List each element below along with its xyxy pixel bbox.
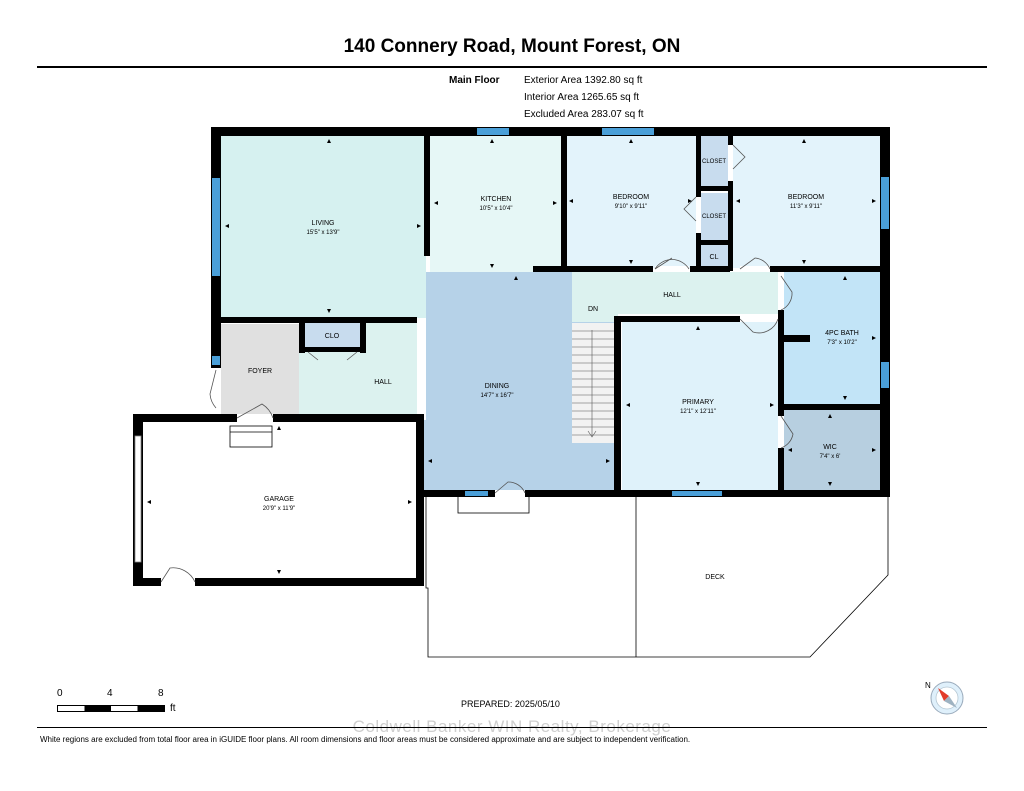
- closet2-label: CLOSET: [702, 214, 726, 220]
- primary-label: PRIMARY: [682, 399, 714, 406]
- kitchen-dims: 10'5" x 10'4": [480, 206, 513, 212]
- living-dims: 15'5" x 13'9": [307, 230, 340, 236]
- foyer-label: FOYER: [248, 368, 272, 375]
- footer-divider: [37, 727, 987, 728]
- closet2-fill: [701, 193, 728, 240]
- clo-label: CLO: [325, 333, 340, 340]
- primary-dims: 12'1" x 12'11": [680, 409, 716, 415]
- compass-needle-icon: [938, 688, 949, 701]
- page-title: 140 Connery Road, Mount Forest, ON: [343, 36, 681, 57]
- excluded-area: Excluded Area 283.07 sq ft: [524, 109, 644, 120]
- clo-fill: [305, 323, 360, 348]
- bedroom1-fill: [565, 134, 696, 268]
- title-divider: [37, 66, 987, 68]
- window-dining: [465, 491, 488, 496]
- garage-dims: 20'9" x 11'9": [263, 506, 295, 512]
- stairs-fill: [572, 323, 614, 443]
- dining-dims: 14'7" x 16'7": [481, 393, 514, 399]
- bedroom1-label: BEDROOM: [613, 194, 649, 201]
- bath-dims: 7'3" x 10'2": [827, 340, 857, 346]
- hall-upper-fill: [572, 272, 778, 322]
- exterior-area: Exterior Area 1392.80 sq ft: [524, 75, 643, 86]
- doors: [160, 144, 794, 586]
- window-bath: [881, 362, 889, 388]
- living-label: LIVING: [312, 220, 335, 227]
- cl-fill: [701, 245, 728, 268]
- closet1-fill: [701, 134, 728, 186]
- scale-label-0: 0: [57, 688, 63, 699]
- bedroom2-label: BEDROOM: [788, 194, 824, 201]
- garage-door: [134, 435, 142, 563]
- compass: N: [918, 676, 968, 720]
- compass-label: N: [925, 681, 931, 690]
- floor-label: Main Floor: [449, 75, 500, 86]
- wic-label: WIC: [823, 444, 837, 451]
- window-living: [212, 178, 220, 276]
- window-bedroom2: [881, 177, 889, 229]
- scale-label-8: 8: [158, 688, 164, 699]
- kitchen-fill: [430, 134, 561, 272]
- garage-label: GARAGE: [264, 496, 294, 503]
- scale-unit: ft: [170, 703, 176, 714]
- closet1-label: CLOSET: [702, 159, 726, 165]
- prepared-date: PREPARED: 2025/05/10: [461, 699, 560, 709]
- wic-fill: [784, 410, 880, 490]
- bedroom2-dims: 11'3" x 9'11": [790, 204, 822, 210]
- windows: [134, 128, 889, 563]
- stair-treads: [572, 330, 614, 438]
- hall-lower-label: HALL: [374, 379, 392, 386]
- window-foyer: [212, 356, 220, 365]
- kitchen-label: KITCHEN: [481, 196, 512, 203]
- window-bedroom1: [602, 128, 654, 135]
- bath-label: 4PC BATH: [825, 330, 859, 337]
- scale-bar: 0 4 8 ft: [50, 688, 190, 718]
- scale-label-4: 4: [107, 688, 113, 699]
- hall-upper-label: HALL: [663, 292, 681, 299]
- cl-label: CL: [710, 254, 719, 261]
- dining-fill: [423, 272, 614, 490]
- bedroom1-dims: 9'10" x 9'11": [615, 204, 647, 210]
- wic-dims: 7'4" x 6': [820, 454, 841, 460]
- foyer-fill: [221, 324, 299, 416]
- interior-area: Interior Area 1265.65 sq ft: [524, 92, 640, 103]
- room-fills: [221, 134, 880, 490]
- window-primary: [672, 491, 722, 496]
- stairs-label: DN: [588, 306, 598, 313]
- living-fill: [221, 134, 426, 318]
- window-kitchen: [477, 128, 509, 135]
- watermark: Coldwell Banker WIN Realty, Brokerage: [352, 717, 672, 736]
- deck-label: DECK: [705, 574, 725, 581]
- room-labels: LIVING 15'5" x 13'9" KITCHEN 10'5" x 10'…: [248, 159, 859, 581]
- primary-fill: [622, 322, 778, 490]
- scale-graphic: [57, 705, 165, 712]
- bedroom2-fill: [732, 134, 880, 268]
- dining-label: DINING: [485, 383, 510, 390]
- disclaimer: White regions are excluded from total fl…: [40, 735, 691, 744]
